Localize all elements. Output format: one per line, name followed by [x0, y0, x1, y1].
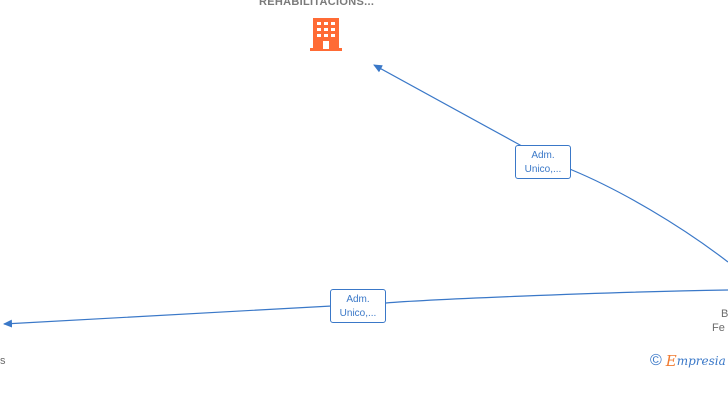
edge-label-role: Adm. [531, 150, 555, 161]
edge-to-person-left [3, 289, 728, 328]
brand-logo-text: mpresia [676, 354, 726, 368]
edge-label-detail: Unico,... [339, 308, 377, 319]
person-left-name[interactable]: s [0, 355, 6, 367]
edge-to-company [373, 64, 728, 263]
edge-label-role: Adm. [346, 294, 370, 305]
person-right-line2: Fe [712, 322, 725, 334]
copyright-icon: © [650, 352, 662, 369]
brand-logo-initial: E [665, 352, 677, 370]
building-icon[interactable] [310, 16, 342, 52]
edge-label-detail: Unico,... [524, 164, 562, 175]
person-right-name[interactable]: B Fe [712, 307, 728, 335]
edge-label-company[interactable]: Adm. Unico,... [515, 145, 571, 179]
person-right-line1: B [721, 308, 728, 320]
footer-brand: © E mpresia [650, 351, 726, 371]
edge-label-person[interactable]: Adm. Unico,... [330, 289, 386, 323]
company-name[interactable]: REHABILITACIONS... [259, 0, 375, 8]
